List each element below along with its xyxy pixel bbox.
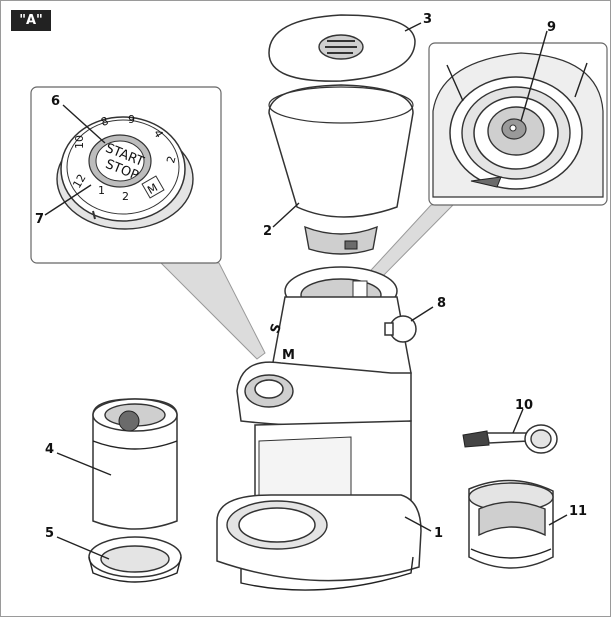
start-stop-button [95,140,145,182]
burr-closeup [432,52,604,198]
callout-10: 10 [515,398,533,413]
leader-3 [404,22,422,32]
dial-mark-8: 8 [99,114,110,129]
callout-3: 3 [423,12,432,27]
dial-mark-1: 1 [98,184,105,197]
leader-4 [56,452,112,476]
leader-5 [56,536,110,560]
callout-9: 9 [547,20,556,35]
callout-5: 5 [45,526,54,541]
dial-mark-6: 6 [128,112,135,125]
leader-1 [404,516,432,532]
grinder-body: S M E G [216,266,422,591]
callout-11: 11 [569,504,587,519]
callout-7: 7 [35,212,44,227]
leader-6 [62,104,106,144]
dial-mark-12: 12 [70,172,88,191]
figure-badge: "A" [11,10,51,31]
dial-mark-2b: 2 [164,155,178,165]
dial-mark-10: 10 [73,135,86,149]
leader-2 [272,202,300,228]
leader-8 [410,306,434,322]
cleaning-brush [462,424,558,454]
dial-closeup: START STOP 12 1 2 M 2 4 6 8 10 [56,112,194,230]
dosing-ring [468,479,554,569]
manual-mark-box [141,175,165,199]
dial-projection-cone [159,262,266,360]
callout-8: 8 [437,296,446,311]
bean-hopper [268,84,414,255]
leader-11 [548,514,568,526]
container-lid [88,536,182,583]
callout-4: 4 [45,442,54,457]
logo-letter-m: M [282,348,295,363]
grounds-container [92,398,178,530]
callout-2: 2 [263,224,272,239]
hopper-lid [268,14,416,82]
leader-9 [520,30,548,122]
leader-10 [512,408,524,434]
callout-1: 1 [434,526,443,541]
dial-mark-2a: 2 [122,190,129,203]
callout-6: 6 [51,94,60,109]
leader-7 [44,184,92,216]
